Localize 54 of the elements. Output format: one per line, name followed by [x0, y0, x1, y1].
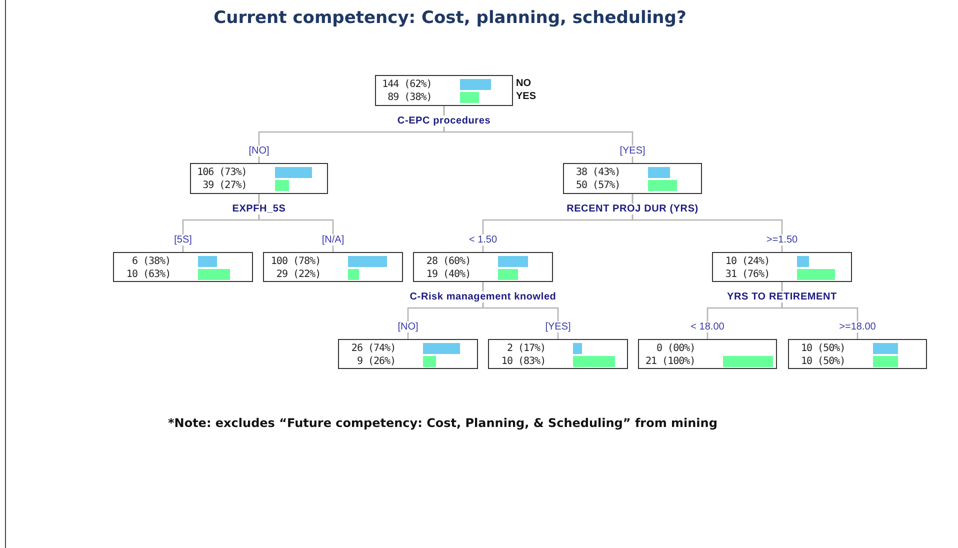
count-text: 21 (100%)	[645, 355, 696, 368]
count-text: 39 (27%)	[202, 179, 247, 192]
count-text: 9 (26%)	[356, 355, 396, 368]
split-variable-label: C-Risk management knowled	[408, 292, 558, 302]
count-text: 10 (24%)	[725, 255, 770, 268]
edge-label: [NO]	[248, 146, 270, 156]
count-text: 144 (62%)	[382, 78, 432, 91]
edge-label: >=1.50	[765, 234, 799, 246]
footnote: *Note: excludes “Future competency: Cost, Planning, & Scheduling” from mining	[168, 416, 718, 430]
count-text: 28 (60%)	[426, 255, 471, 268]
count-text: 6 (38%)	[132, 255, 171, 268]
count-text: 10 (63%)	[126, 268, 171, 281]
count-text: 89 (38%)	[388, 91, 432, 104]
split-variable-label: C-EPC procedures	[395, 116, 493, 126]
edge-label: [YES]	[544, 322, 572, 332]
tree-node-box	[375, 75, 513, 106]
count-text: 100 (78%)	[270, 255, 321, 268]
edge-label: [N/A]	[320, 234, 346, 246]
tree-node-box	[190, 163, 328, 194]
count-text: 31 (76%)	[725, 268, 770, 281]
edge-label: [5S]	[173, 234, 193, 246]
tree-node-box	[413, 252, 553, 282]
chart-title: Current competency: Cost, planning, scheduling?	[212, 8, 688, 28]
tree-node-box	[113, 252, 253, 282]
count-text: 50 (57%)	[576, 179, 620, 192]
tree-node-box	[638, 339, 777, 369]
count-text: 26 (74%)	[351, 342, 396, 355]
tree-node-box	[712, 252, 852, 282]
edge-label: < 1.50	[468, 234, 498, 246]
tree-node-box	[338, 339, 478, 369]
tree-node-box	[563, 163, 702, 194]
count-text: 0 (00%)	[656, 342, 696, 355]
tree-node-box	[788, 339, 927, 369]
split-variable-label: YRS TO RETIREMENT	[725, 292, 839, 302]
legend-label: YES	[516, 90, 536, 103]
count-text: 10 (83%)	[501, 355, 546, 368]
count-text: 106 (73%)	[197, 166, 247, 179]
split-variable-label: EXPFH_5S	[230, 204, 288, 214]
tree-node-box	[263, 252, 403, 282]
legend-label: NO	[516, 77, 531, 90]
tree-branch-line	[443, 106, 634, 163]
count-text: 29 (22%)	[276, 268, 321, 281]
edge-label: < 18.00	[690, 322, 726, 332]
edge-label: >=18.00	[838, 322, 877, 332]
edge-label: [NO]	[396, 322, 420, 332]
count-text: 2 (17%)	[506, 342, 546, 355]
edge-label: [YES]	[618, 146, 646, 156]
count-text: 10 (50%)	[801, 342, 846, 355]
split-variable-label: RECENT PROJ DUR (YRS)	[564, 204, 700, 214]
count-text: 38 (43%)	[576, 166, 620, 179]
tree-node-box	[488, 339, 628, 369]
count-text: 10 (50%)	[801, 355, 846, 368]
tree-branch-line	[632, 194, 783, 252]
count-text: 19 (40%)	[426, 268, 471, 281]
